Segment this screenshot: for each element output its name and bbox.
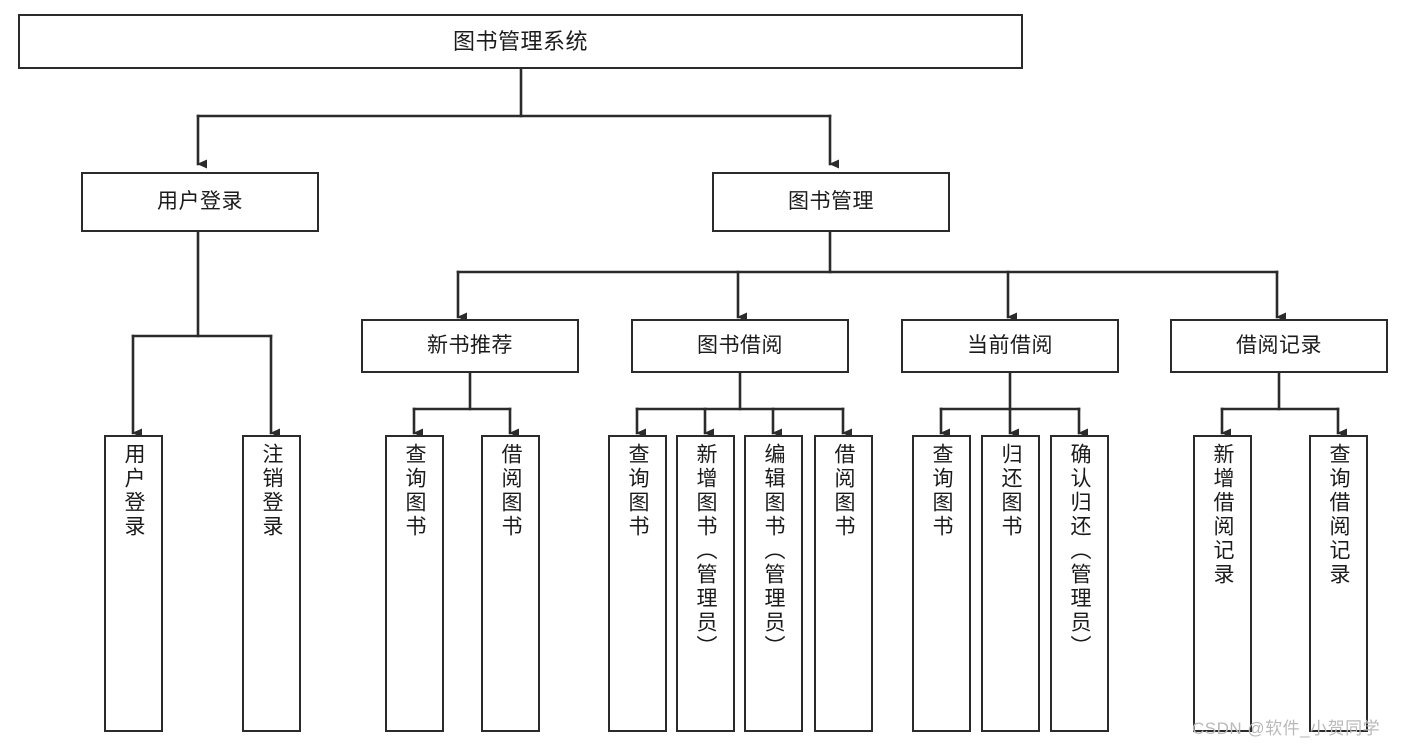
node-book-borrow[interactable]: 图书借阅: [631, 319, 849, 373]
node-new-book-rec-label: 新书推荐: [427, 333, 513, 357]
node-user-login-label: 用户登录: [157, 189, 243, 213]
leaf-add-book[interactable]: 新增图书（管理员）: [676, 435, 735, 732]
leaf-borrow-book-2[interactable]: 借阅图书: [814, 435, 873, 732]
node-current-borrow-label: 当前借阅: [967, 333, 1053, 357]
leaf-borrow-book-2-label: 借阅图书: [832, 443, 855, 539]
node-root-label: 图书管理系统: [452, 28, 588, 54]
leaf-query-book-2-label: 查询图书: [626, 443, 649, 539]
leaf-logout[interactable]: 注销登录: [242, 435, 301, 732]
csdn-watermark: CSDN @软件_小贺同学: [1192, 719, 1381, 738]
leaf-return-book-label: 归还图书: [999, 443, 1022, 539]
node-book-borrow-label: 图书借阅: [697, 333, 783, 357]
leaf-query-book-1[interactable]: 查询图书: [385, 435, 444, 732]
leaf-query-record[interactable]: 查询借阅记录: [1309, 435, 1368, 732]
leaf-user-login-label: 用户登录: [122, 443, 145, 539]
leaf-user-login[interactable]: 用户登录: [104, 435, 163, 732]
leaf-confirm-return[interactable]: 确认归还（管理员）: [1050, 435, 1109, 732]
leaf-borrow-book-1-label: 借阅图书: [499, 443, 522, 539]
leaf-query-book-3-label: 查询图书: [930, 443, 953, 539]
leaf-borrow-book-1[interactable]: 借阅图书: [481, 435, 540, 732]
leaf-query-record-label: 查询借阅记录: [1327, 443, 1350, 587]
node-root[interactable]: 图书管理系统: [18, 14, 1023, 69]
leaf-add-book-label: 新增图书（管理员）: [694, 443, 717, 659]
node-new-book-rec[interactable]: 新书推荐: [361, 319, 579, 373]
leaf-logout-label: 注销登录: [260, 443, 283, 539]
leaf-add-record-label: 新增借阅记录: [1211, 443, 1234, 587]
leaf-query-book-3[interactable]: 查询图书: [912, 435, 971, 732]
leaf-confirm-return-label: 确认归还（管理员）: [1068, 443, 1091, 659]
node-book-manage[interactable]: 图书管理: [712, 172, 950, 232]
leaf-query-book-1-label: 查询图书: [403, 443, 426, 539]
node-borrow-record[interactable]: 借阅记录: [1170, 319, 1388, 373]
node-book-manage-label: 图书管理: [788, 189, 874, 213]
leaf-edit-book[interactable]: 编辑图书（管理员）: [744, 435, 803, 732]
node-user-login[interactable]: 用户登录: [81, 172, 319, 232]
leaf-add-record[interactable]: 新增借阅记录: [1193, 435, 1252, 732]
leaf-query-book-2[interactable]: 查询图书: [608, 435, 667, 732]
leaf-edit-book-label: 编辑图书（管理员）: [762, 443, 785, 659]
node-borrow-record-label: 借阅记录: [1236, 333, 1322, 357]
node-current-borrow[interactable]: 当前借阅: [901, 319, 1119, 373]
leaf-return-book[interactable]: 归还图书: [981, 435, 1040, 732]
